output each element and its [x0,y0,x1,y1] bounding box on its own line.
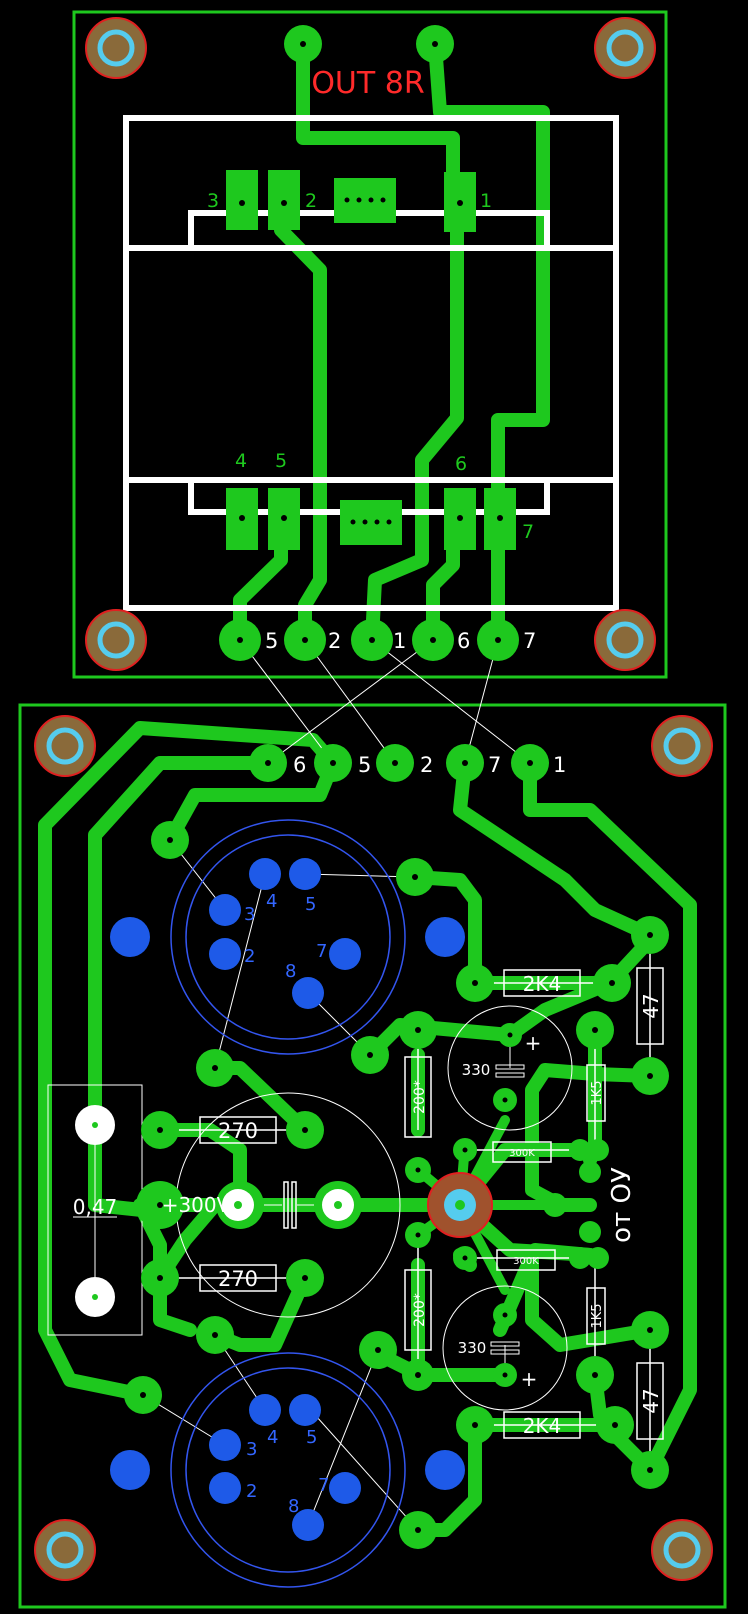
connector-label: 7 [488,753,501,777]
tube-pin-label: 5 [306,1427,317,1448]
connector-label: 1 [393,629,406,653]
amp-board-outline [18,703,727,1609]
capacitor-polarity-label: + [525,1031,542,1055]
tube-pin-label: 8 [285,961,296,982]
resistor-label: 270 [218,1119,258,1143]
resistor-label: 2K4 [523,1414,562,1438]
resistor-label: 300K [513,1256,539,1267]
mounting-hole-icon [34,17,713,1581]
capacitor-polarity-label: + [521,1367,538,1391]
capacitor-label: 0,47 [73,1195,118,1219]
tube-pin-label: 8 [288,1496,299,1517]
tube-pin-label: 3 [244,904,255,925]
tube-pin-label: 4 [267,1427,278,1448]
tube-socket-bottom [110,1352,465,1588]
solder-pad-icon [75,25,669,1549]
resistor-label: 200* [412,1080,428,1114]
resistor-label: 270 [218,1267,258,1291]
connector-label: 5 [265,629,278,653]
transformer-pin-label: 2 [305,190,317,212]
tube-pin-label: 5 [305,894,316,915]
connector-label: 2 [420,753,433,777]
tube-pin-label: 7 [318,1475,329,1496]
connector-label: 6 [457,629,470,653]
resistor-label: 300K [509,1148,535,1159]
connector-label: 1 [553,753,566,777]
capacitor-label: +300V [162,1193,231,1217]
transformer-title: OUT 8R [311,66,424,101]
resistor-label: 2K4 [523,972,562,996]
tube-pin-label: 2 [244,946,255,967]
resistor-label: 1K5 [590,1080,605,1105]
transformer-pin-label: 3 [207,190,219,212]
tube-socket-top [110,819,465,1055]
transformer-board-outline [72,10,668,679]
resistor-label: 1K5 [590,1303,605,1328]
tube-pin-label: 7 [316,941,327,962]
transformer-pin-label: 7 [522,521,534,543]
transformer-pin-label: 6 [455,453,467,475]
tube-pin-label: 3 [246,1439,257,1460]
capacitor-label: 330 [462,1061,491,1079]
transformer-pin-label: 4 [235,450,247,472]
connector-label: 7 [523,629,536,653]
tube-pin-label: 2 [246,1481,257,1502]
transformer-pin-label: 5 [275,450,287,472]
connector-label: 2 [328,629,341,653]
resistor-label: 200* [412,1293,428,1327]
side-label: от ОУ [607,1167,637,1243]
connector-label: 6 [293,753,306,777]
tube-pin-label: 4 [266,891,277,912]
connector-label: 5 [358,753,371,777]
resistor-label: 47 [639,1388,663,1413]
transformer-pin-label: 1 [480,190,492,212]
capacitor-label: 330 [458,1339,487,1357]
resistor-label: 47 [639,993,663,1018]
